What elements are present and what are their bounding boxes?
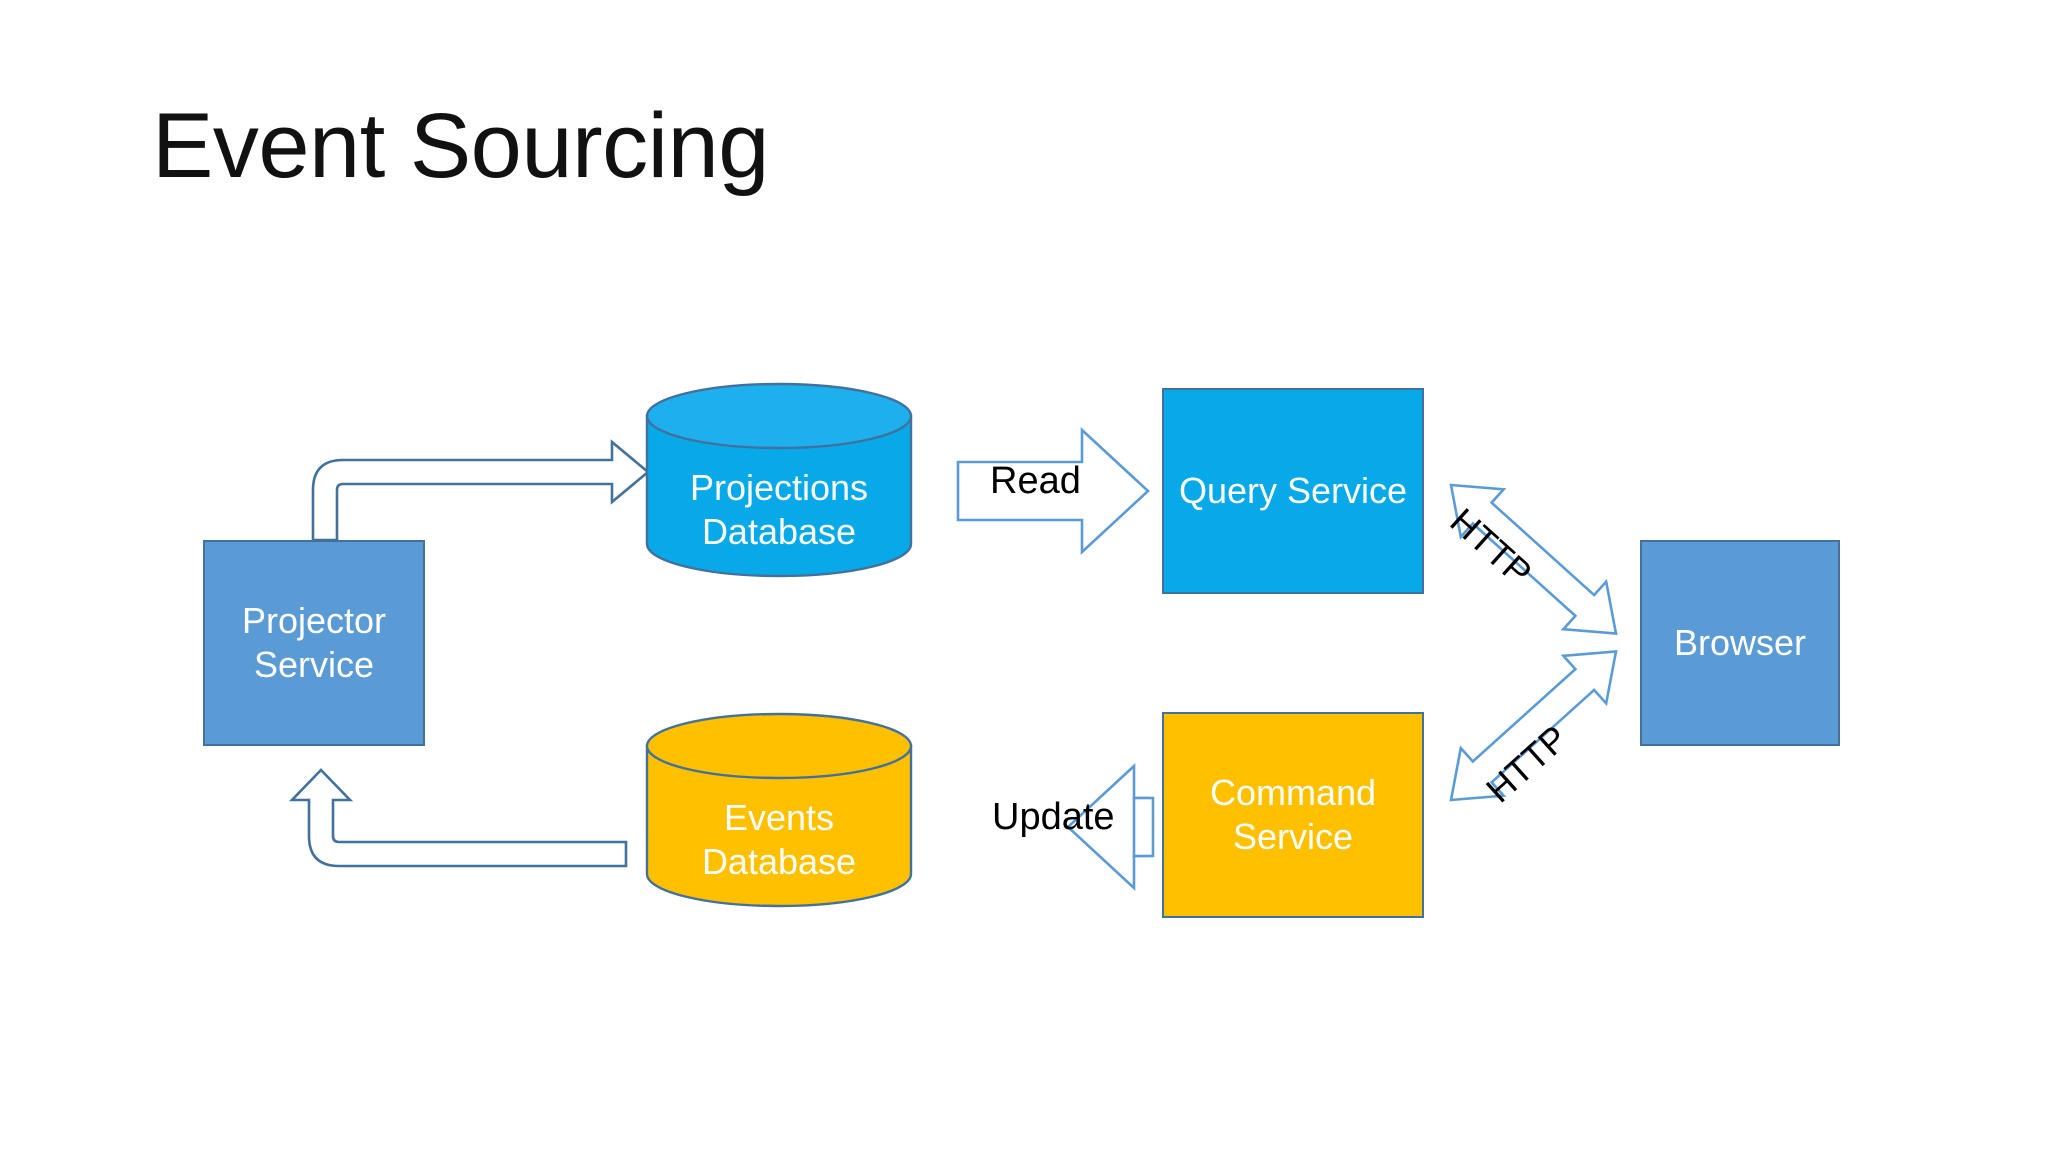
page-title: Event Sourcing (152, 95, 769, 197)
arrow-events-to-projector-body (288, 768, 628, 868)
edge-label-read: Read (990, 460, 1081, 502)
node-events-database[interactable]: Events Database (645, 712, 913, 908)
arrow-http-bottom (1449, 650, 1618, 802)
node-projector-service[interactable]: Projector Service (203, 540, 425, 746)
arrow-http-top (1449, 483, 1618, 635)
node-browser[interactable]: Browser (1640, 540, 1840, 746)
edge-label-update: Update (992, 796, 1115, 838)
arrow-projector-to-projections (311, 439, 651, 542)
node-query-service[interactable]: Query Service (1162, 388, 1424, 594)
cylinder-shape-projections (645, 382, 913, 578)
node-command-service[interactable]: Command Service (1162, 712, 1424, 918)
node-browser-label: Browser (1673, 622, 1807, 664)
node-query-service-label: Query Service (1178, 470, 1408, 512)
node-command-service-label: Command Service (1209, 772, 1377, 857)
node-projector-service-label: Projector Service (241, 600, 387, 685)
cylinder-shape-events (645, 712, 913, 908)
arrow-read (956, 427, 1150, 555)
node-projections-database[interactable]: Projections Database (645, 382, 913, 578)
